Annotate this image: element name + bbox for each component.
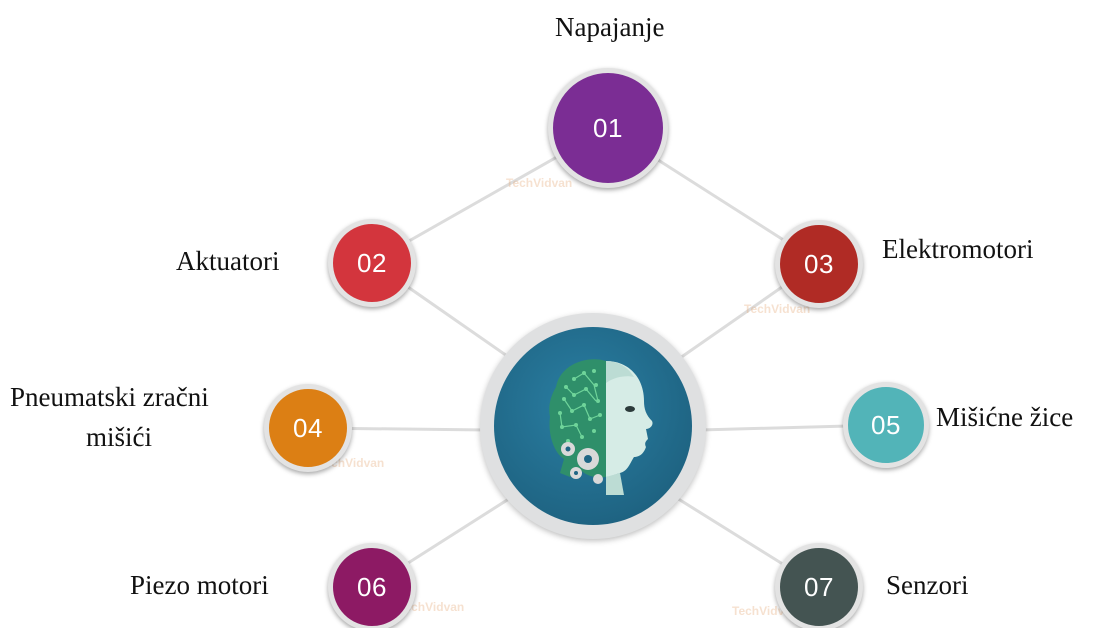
hub-inner [494, 327, 692, 525]
node-label-aktuatori: Aktuatori [176, 246, 280, 276]
hub-circle [480, 313, 706, 539]
node-label-napajanje: Napajanje [555, 12, 665, 42]
node-number: 01 [593, 112, 623, 143]
node-label-piezo-motori: Piezo motori [130, 570, 269, 600]
node-number: 02 [357, 247, 387, 278]
node-02-aktuatori[interactable]: 02 [328, 219, 416, 307]
node-number: 07 [804, 571, 834, 602]
node-number: 05 [871, 409, 901, 440]
node-04-pneumatski-zracni-misici[interactable]: 04 [264, 384, 352, 472]
node-label-pneumatski-line1: Pneumatski zračni [10, 382, 209, 412]
watermark-text: TechVidvan [398, 600, 465, 614]
node-01-napajanje[interactable]: 01 [548, 68, 668, 188]
node-label-elektromotori: Elektromotori [882, 234, 1034, 264]
node-06-piezo-motori[interactable]: 06 [328, 543, 416, 628]
node-number: 04 [293, 412, 323, 443]
watermark-text: TechVidvan [506, 176, 573, 190]
robot-head-icon [549, 359, 653, 495]
node-number: 03 [804, 248, 834, 279]
node-07-senzori[interactable]: 07 [775, 543, 863, 628]
node-label-senzori: Senzori [886, 570, 969, 600]
node-05-misicne-zice[interactable]: 05 [843, 382, 929, 468]
watermark-text: TechVidvan [744, 302, 811, 316]
node-label-pneumatski-line2: mišići [86, 422, 152, 452]
node-number: 06 [357, 571, 387, 602]
node-03-elektromotori[interactable]: 03 [775, 220, 863, 308]
node-label-misicne-zice: Mišićne žice [936, 402, 1074, 432]
